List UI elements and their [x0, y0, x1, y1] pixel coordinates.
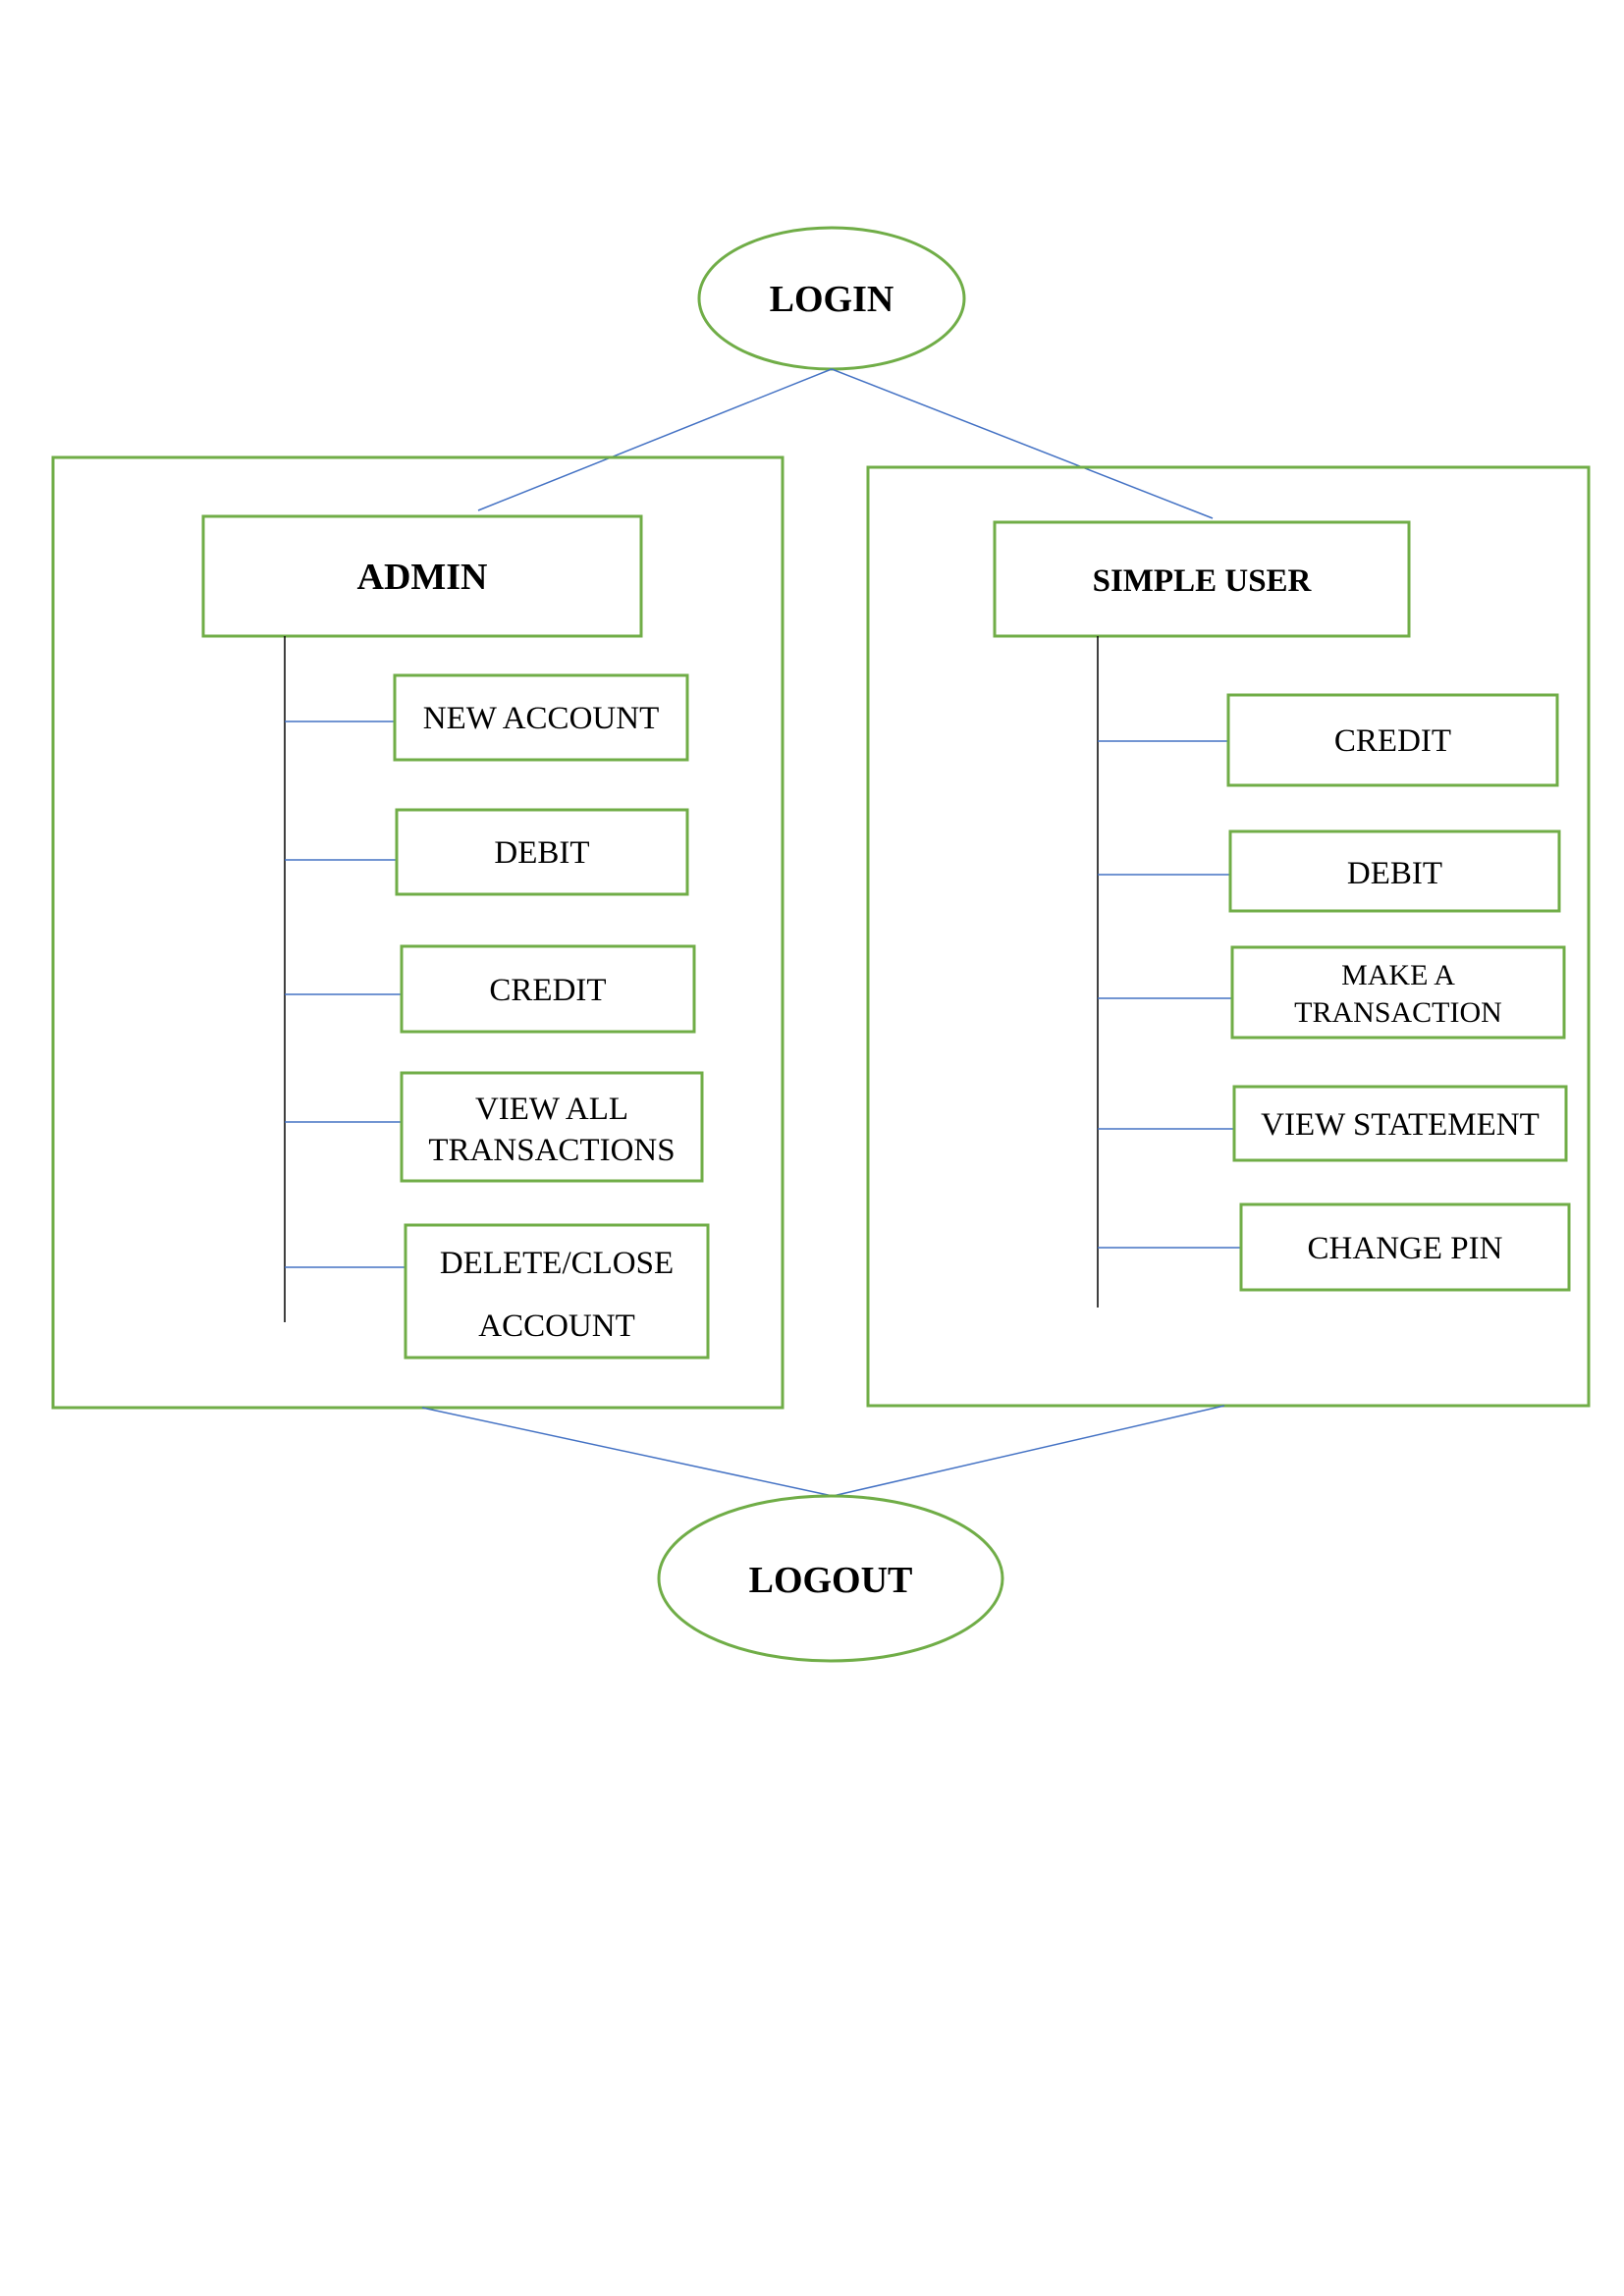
login-label: LOGIN	[770, 279, 894, 320]
admin-item-box	[395, 808, 689, 896]
simple-user-item-label: VIEW STATEMENT	[1261, 1107, 1540, 1143]
simple-user-panel-frame	[866, 465, 1591, 1408]
admin-item-label: ACCOUNT	[478, 1308, 635, 1344]
simple-user-item: CHANGE PIN	[1098, 1202, 1571, 1292]
admin-item-label: TRANSACTIONS	[428, 1133, 675, 1168]
admin-items: NEW ACCOUNT DEBIT CREDIT VIEW ALL TRANSACTIO…	[285, 673, 710, 1360]
login-node: LOGIN	[697, 226, 966, 371]
simple-user-item: MAKE A TRANSACTION	[1098, 945, 1566, 1040]
logout-ellipse	[657, 1494, 1004, 1663]
simple-user-item: CREDIT	[1098, 693, 1559, 787]
simple-user-item-label: CHANGE PIN	[1308, 1231, 1503, 1266]
admin-item-label: DEBIT	[494, 835, 589, 871]
login-to-admin-connector	[477, 368, 833, 511]
admin-item: NEW ACCOUNT	[285, 673, 689, 762]
admin-item-box	[404, 1223, 710, 1360]
admin-item-label: DELETE/CLOSE	[440, 1246, 674, 1281]
admin-item-box	[400, 944, 696, 1034]
admin-item-box	[400, 1071, 704, 1183]
simple-user-item-box	[1226, 693, 1559, 787]
login-to-user-connector	[831, 368, 1214, 519]
admin-item: VIEW ALL TRANSACTIONS	[285, 1071, 704, 1183]
user-to-logout-connector	[832, 1405, 1225, 1497]
logout-label: LOGOUT	[749, 1560, 913, 1601]
logout-node: LOGOUT	[657, 1494, 1004, 1663]
simple-user-item: VIEW STATEMENT	[1098, 1085, 1568, 1162]
simple-user-item-label: DEBIT	[1347, 856, 1442, 891]
admin-header-label: ADMIN	[357, 557, 488, 598]
admin-to-logout-connector	[421, 1407, 834, 1497]
simple-user-item: DEBIT	[1098, 829, 1561, 913]
simple-user-item-box	[1239, 1202, 1571, 1292]
simple-user-item-box	[1232, 1085, 1568, 1162]
admin-item: DEBIT	[285, 808, 689, 896]
admin-panel: ADMIN NEW ACCOUNT DEBIT CREDIT VIEW ALL TRAN…	[51, 455, 785, 1410]
admin-item-box	[393, 673, 689, 762]
admin-item-label: NEW ACCOUNT	[423, 701, 659, 736]
admin-panel-frame	[51, 455, 785, 1410]
simple-user-items: CREDIT DEBIT MAKE A TRANSACTION VIEW STATEME…	[1098, 693, 1571, 1292]
admin-header-box	[201, 514, 643, 638]
simple-user-item-label: TRANSACTION	[1294, 996, 1502, 1029]
admin-item: DELETE/CLOSE ACCOUNT	[285, 1223, 710, 1360]
simple-user-item-box	[1230, 945, 1566, 1040]
simple-user-item-label: CREDIT	[1334, 723, 1451, 759]
simple-user-item-label: MAKE A	[1341, 959, 1455, 991]
simple-user-header-box	[993, 520, 1411, 638]
admin-item-label: VIEW ALL	[475, 1092, 628, 1127]
admin-item: CREDIT	[285, 944, 696, 1034]
simple-user-panel: SIMPLE USER CREDIT DEBIT MAKE A TRANSACTION…	[866, 465, 1591, 1408]
admin-item-label: CREDIT	[489, 973, 606, 1008]
simple-user-header-label: SIMPLE USER	[1093, 563, 1313, 599]
simple-user-item-box	[1228, 829, 1561, 913]
